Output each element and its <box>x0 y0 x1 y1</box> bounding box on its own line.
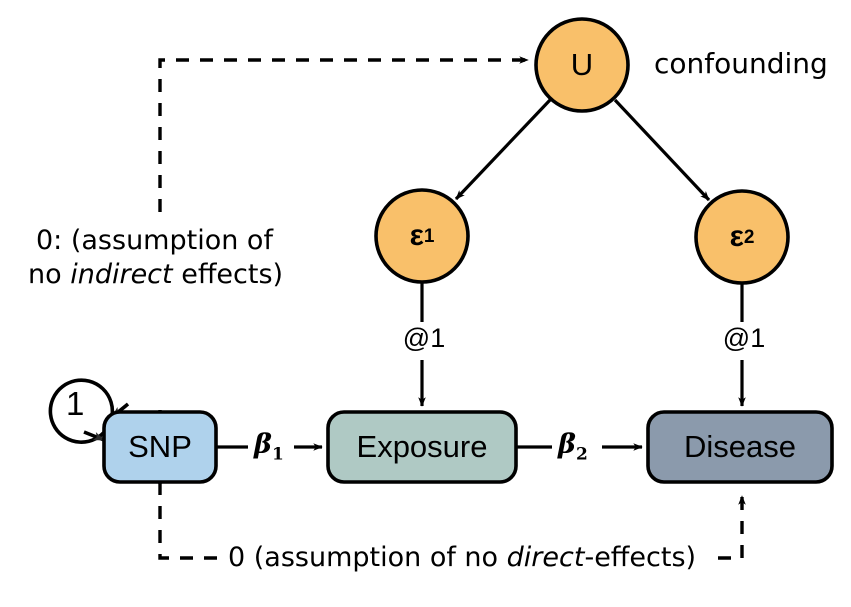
edge-label-beta1: β1 <box>254 429 284 464</box>
direct-prefix: 0 (assumption of no <box>228 542 507 573</box>
annotation-direct-effects: 0 (assumption of no direct-effects) <box>228 542 696 573</box>
node-exposure[interactable] <box>326 410 518 484</box>
edge-confounder-to-error1 <box>454 98 552 201</box>
indirect-line2-suffix: effects) <box>172 259 284 290</box>
node-error-epsilon1[interactable] <box>374 188 470 284</box>
direct-italic: direct <box>506 542 585 573</box>
beta2-subscript: 2 <box>575 444 588 465</box>
edge-label-error1-variance: @1 <box>402 323 446 353</box>
node-confounder-u[interactable] <box>534 17 630 113</box>
indirect-line2-prefix: no <box>28 259 71 290</box>
node-snp[interactable] <box>102 410 218 484</box>
node-error-epsilon2[interactable] <box>694 189 790 285</box>
edge-label-error2-variance: @1 <box>722 323 766 353</box>
edge-snp-to-confounder-dashed <box>158 56 529 212</box>
annotation-confounding: confounding <box>654 47 828 80</box>
beta1-symbol: β <box>254 429 272 460</box>
beta2-symbol: β <box>558 429 576 460</box>
edge-snp-to-disease-dashed <box>158 482 746 560</box>
annotation-indirect-line2: no indirect effects) <box>28 259 283 290</box>
edge-label-beta2: β2 <box>558 429 588 464</box>
edge-confounder-to-error2 <box>613 98 711 202</box>
node-disease[interactable] <box>646 410 834 484</box>
edge-label-snp-variance: 1 <box>66 385 85 422</box>
beta1-subscript: 1 <box>271 444 284 465</box>
annotation-indirect-line1: 0: (assumption of <box>36 225 273 256</box>
direct-suffix: -effects) <box>584 542 697 573</box>
indirect-line2-italic: indirect <box>70 259 173 290</box>
